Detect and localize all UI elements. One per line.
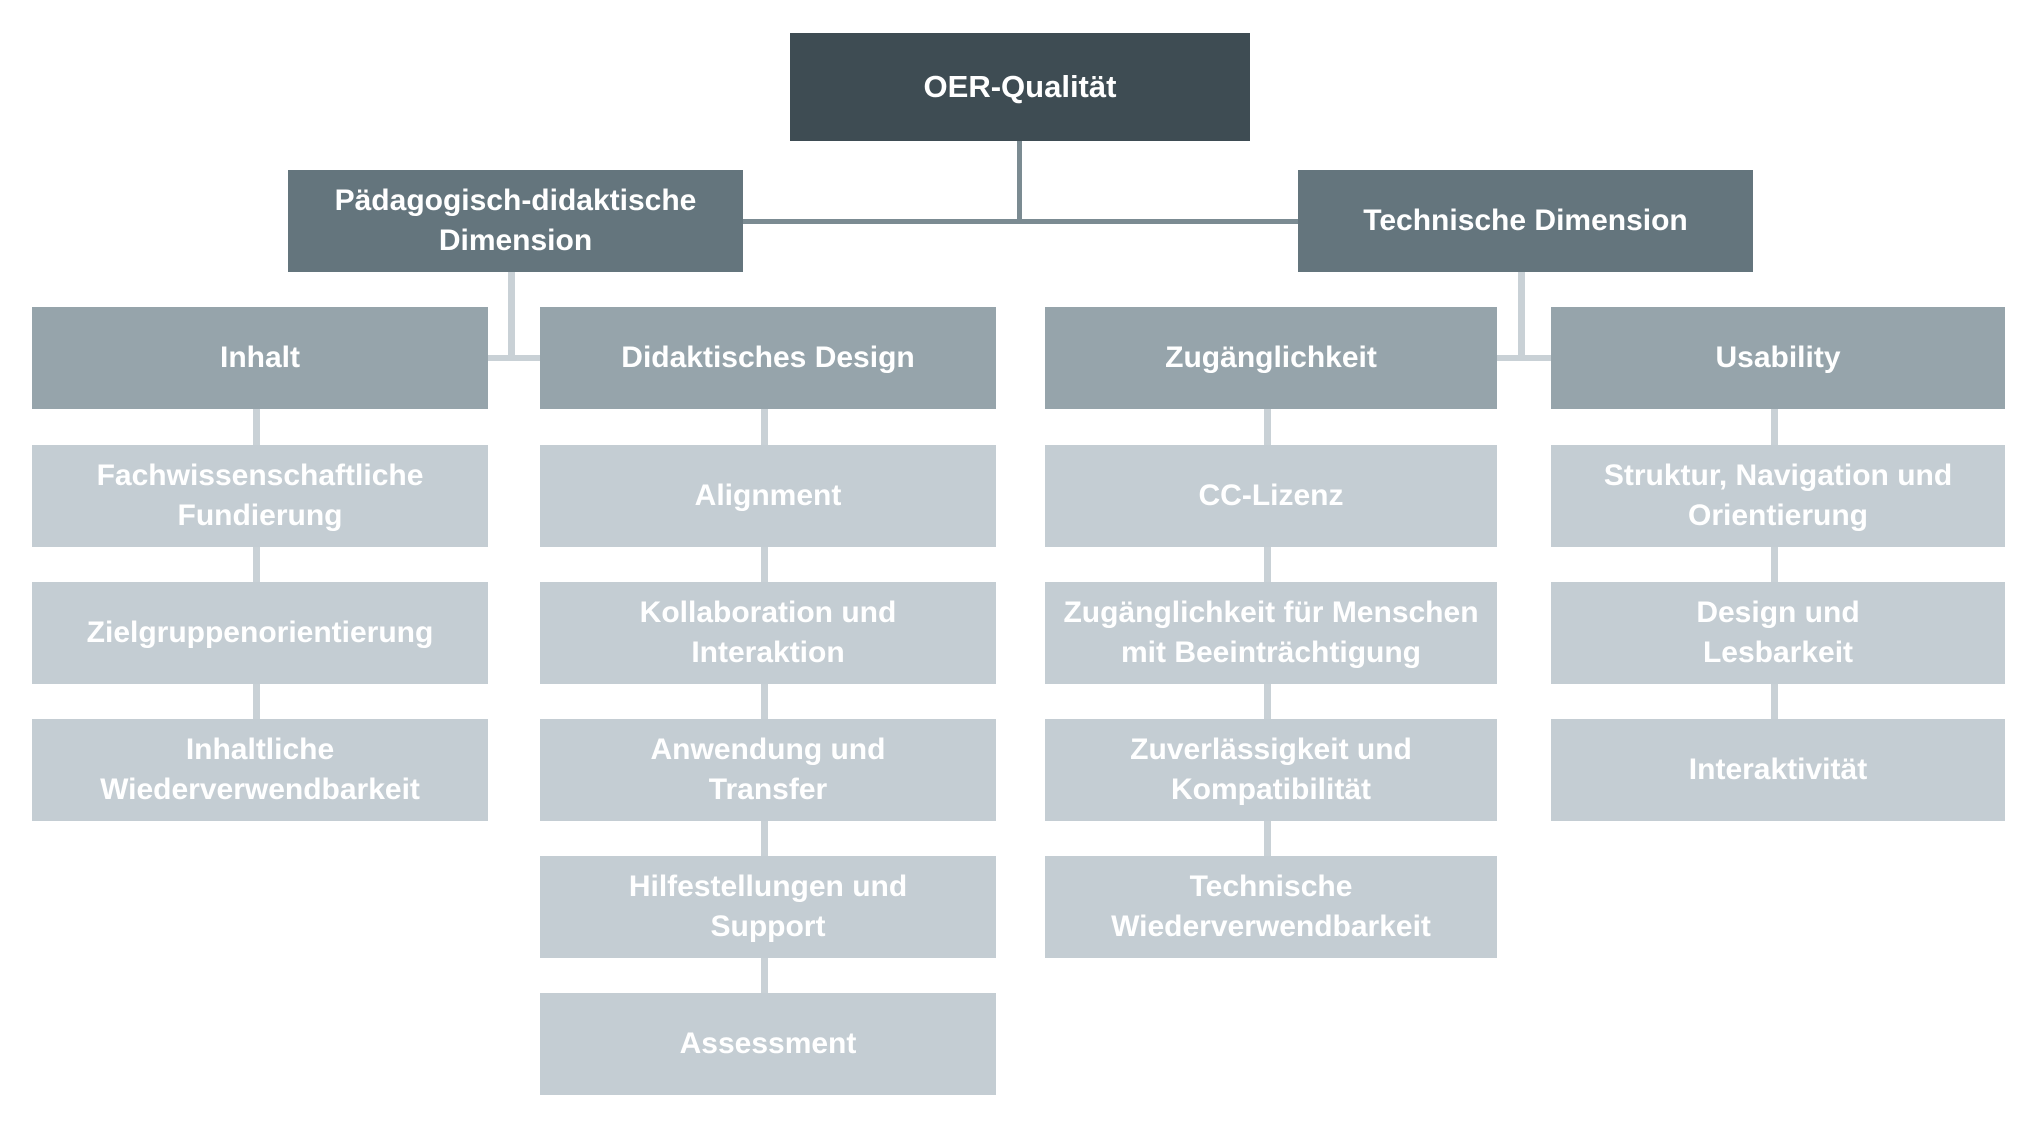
- connector-col3-seg1: [1264, 409, 1271, 445]
- connector-col2-seg1: [761, 409, 768, 445]
- connector-col3-seg3: [1264, 684, 1271, 719]
- item-node-cc-lizenz: CC-Lizenz: [1045, 445, 1497, 547]
- connector-paedagogisch-stub: [488, 355, 540, 361]
- category-node-usability: Usability: [1551, 307, 2005, 409]
- item-node-inhaltliche-wiederverwendbarkeit: Inhaltliche Wiederverwendbarkeit: [32, 719, 488, 821]
- connector-paedagogisch-drop: [508, 272, 515, 361]
- item-node-anwendung-transfer: Anwendung und Transfer: [540, 719, 996, 821]
- connector-col3-seg2: [1264, 547, 1271, 582]
- connector-col1-seg3: [253, 684, 260, 719]
- connector-col2-seg2: [761, 547, 768, 582]
- dimension-node-technische: Technische Dimension: [1298, 170, 1753, 272]
- connector-technische-stub: [1497, 355, 1551, 361]
- connector-col2-seg4: [761, 821, 768, 856]
- item-node-zugaenglichkeit-menschen-beeintraechtigung: Zugänglichkeit für Menschen mit Beeinträ…: [1045, 582, 1497, 684]
- connector-col4-seg1: [1771, 409, 1778, 445]
- connector-technische-drop: [1518, 272, 1525, 361]
- item-node-zuverlaessigkeit-kompatibilitaet: Zuverlässigkeit und Kompatibilität: [1045, 719, 1497, 821]
- connector-col1-seg1: [253, 409, 260, 445]
- connector-dimensions-bar: [743, 219, 1298, 224]
- root-node: OER-Qualität: [790, 33, 1250, 141]
- dimension-node-paedagogisch-didaktische: Pädagogisch-didaktische Dimension: [288, 170, 743, 272]
- connector-col2-seg5: [761, 958, 768, 993]
- item-node-fachwissenschaftliche-fundierung: Fachwissenschaftliche Fundierung: [32, 445, 488, 547]
- item-node-kollaboration-interaktion: Kollaboration und Interaktion: [540, 582, 996, 684]
- connector-col2-seg3: [761, 684, 768, 719]
- connector-col1-seg2: [253, 547, 260, 582]
- category-node-zugaenglichkeit: Zugänglichkeit: [1045, 307, 1497, 409]
- item-node-technische-wiederverwendbarkeit: Technische Wiederverwendbarkeit: [1045, 856, 1497, 958]
- item-node-interaktivitaet: Interaktivität: [1551, 719, 2005, 821]
- connector-col4-seg2: [1771, 547, 1778, 582]
- category-node-didaktisches-design: Didaktisches Design: [540, 307, 996, 409]
- category-node-inhalt: Inhalt: [32, 307, 488, 409]
- connector-col3-seg4: [1264, 821, 1271, 856]
- item-node-struktur-navigation-orientierung: Struktur, Navigation und Orientierung: [1551, 445, 2005, 547]
- item-node-assessment: Assessment: [540, 993, 996, 1095]
- item-node-zielgruppenorientierung: Zielgruppenorientierung: [32, 582, 488, 684]
- connector-col4-seg3: [1771, 684, 1778, 719]
- item-node-alignment: Alignment: [540, 445, 996, 547]
- item-node-hilfestellungen-support: Hilfestellungen und Support: [540, 856, 996, 958]
- connector-root-drop: [1017, 141, 1022, 224]
- item-node-design-lesbarkeit: Design und Lesbarkeit: [1551, 582, 2005, 684]
